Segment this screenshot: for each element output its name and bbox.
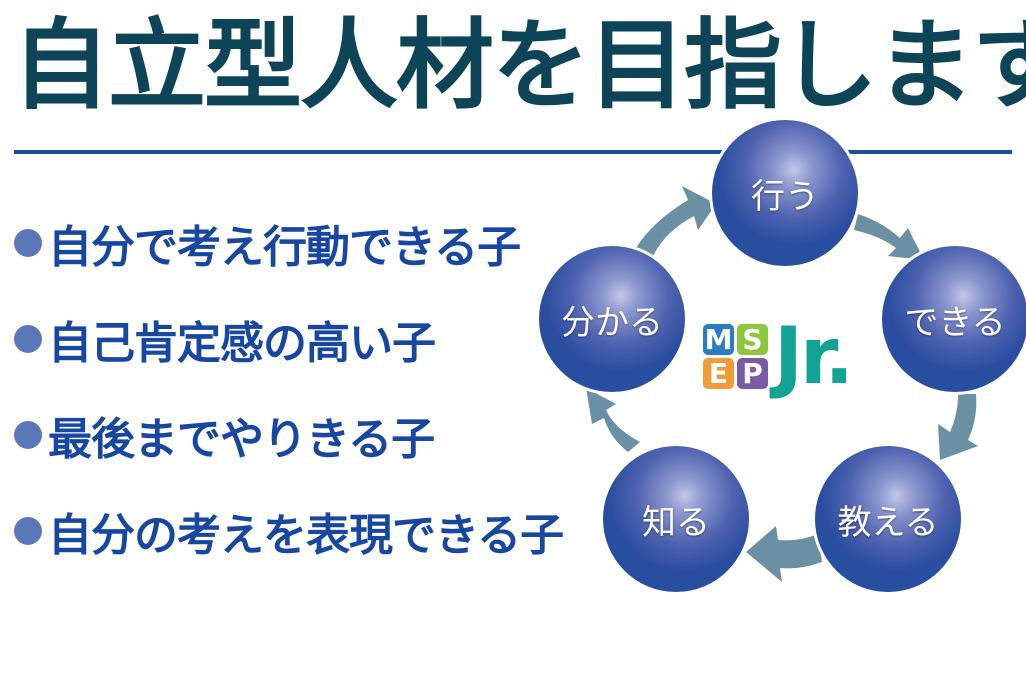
cycle-step-label: 分かる: [561, 302, 663, 343]
logo-jr-text: Jr.: [774, 312, 854, 402]
logo-tiles: M S E P: [703, 324, 768, 389]
cycle-step-can-do: できる: [882, 246, 1026, 392]
bullet-item: 自己肯定感の高い子: [14, 291, 563, 387]
logo-tile-m: M: [703, 322, 734, 356]
cycle-step-do: 行う: [712, 120, 858, 266]
bullet-item: 自分で考え行動できる子: [14, 195, 563, 291]
bullet-text: 最後までやりきる子: [48, 414, 435, 465]
cycle-step-label: 行う: [751, 176, 819, 217]
cycle-step-label: できる: [904, 302, 1006, 343]
logo-tile-s: S: [737, 324, 768, 355]
bullet-text: 自分で考え行動できる子: [48, 222, 521, 273]
bullet-list: 自分で考え行動できる子 自己肯定感の高い子 最後までやりきる子 自分の考えを表現…: [14, 195, 564, 579]
logo-tile-e: E: [703, 358, 734, 389]
page-title: 自立型人材を目指します: [12, 9, 1026, 123]
arrow-icon: [636, 186, 716, 258]
cycle-step-label: 知る: [642, 502, 710, 543]
arrow-icon: [938, 394, 978, 460]
arrow-icon: [746, 526, 822, 582]
bullet-item: 最後までやりきる子: [14, 387, 563, 483]
bullet-text: 自分の考えを表現できる子: [48, 510, 564, 561]
cycle-step-understand: 分かる: [539, 246, 685, 392]
bullet-dot-icon: [14, 229, 42, 257]
arrow-icon: [854, 214, 924, 260]
logo-tile-p: P: [737, 358, 768, 389]
title-divider: [14, 150, 1012, 154]
bullet-item: 自分の考えを表現できる子: [14, 483, 564, 579]
cycle-step-teach: 教える: [815, 446, 961, 592]
msep-jr-logo: M S E P Jr.: [703, 312, 854, 402]
bullet-text: 自己肯定感の高い子: [48, 318, 436, 369]
bullet-dot-icon: [14, 421, 42, 449]
cycle-step-know: 知る: [603, 446, 749, 592]
cycle-step-label: 教える: [837, 502, 939, 543]
bullet-dot-icon: [14, 517, 42, 545]
bullet-dot-icon: [14, 325, 42, 353]
arrow-icon: [586, 388, 640, 452]
